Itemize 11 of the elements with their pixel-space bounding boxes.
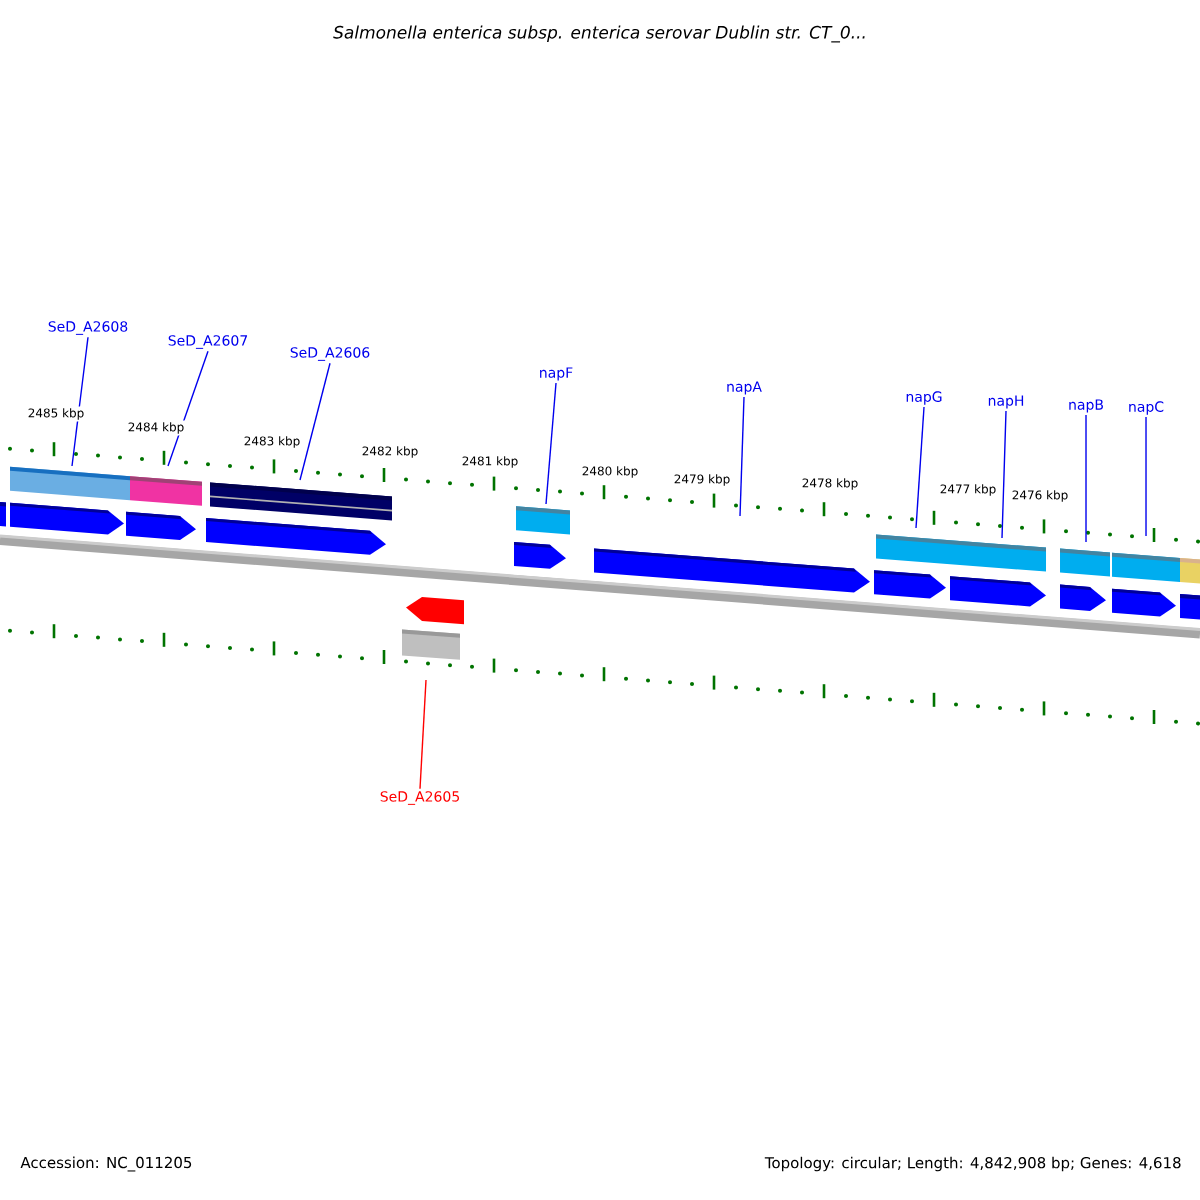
- leader-line: [545, 382, 557, 505]
- title: Salmonella enterica subsp. enterica serovar Dublin str. CT_0...: [333, 25, 865, 43]
- leader-line: [1001, 410, 1007, 539]
- leader-line: [1085, 414, 1087, 543]
- leader-line: [915, 406, 925, 529]
- leader-line: [167, 350, 209, 467]
- leader-line: [299, 362, 331, 481]
- leader-line: [739, 396, 745, 517]
- leader-line: [419, 679, 427, 790]
- leader-line: [1145, 416, 1147, 537]
- leader-line: [71, 336, 89, 467]
